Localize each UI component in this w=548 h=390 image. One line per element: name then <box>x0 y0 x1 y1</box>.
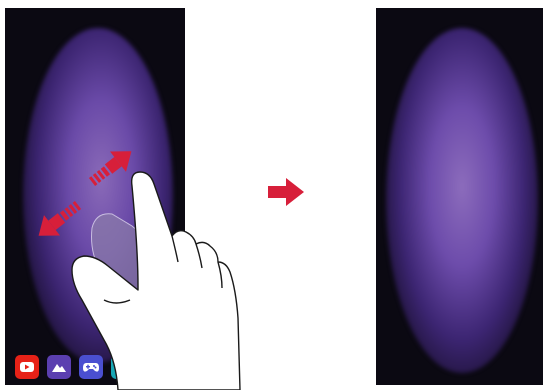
pinch-hand-icon <box>72 172 240 390</box>
transition-arrow-icon <box>268 178 304 206</box>
expand-arrow-down-left-icon <box>31 195 86 246</box>
expand-arrow-up-right-icon <box>84 141 139 192</box>
